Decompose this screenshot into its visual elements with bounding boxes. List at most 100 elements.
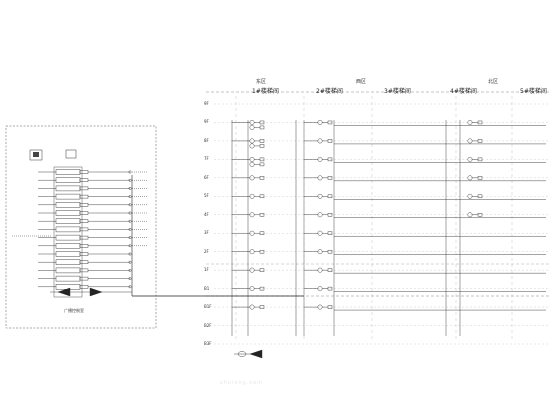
- column-title-4: 4#楼梯间: [450, 88, 477, 95]
- speaker-box-icon: [477, 213, 483, 217]
- speaker-box-icon: [327, 194, 333, 199]
- floor-label: 6F: [204, 174, 209, 180]
- column-zone-1: 东区: [256, 79, 267, 85]
- speaker-box-icon: [259, 213, 265, 217]
- speaker-box-icon: [327, 231, 333, 235]
- ceiling-speaker-icon: [467, 120, 473, 125]
- speaker-box-icon: [259, 231, 265, 235]
- control-room-frame: [5, 125, 157, 329]
- rack-terminal: [79, 211, 89, 215]
- feeder-node: [128, 277, 132, 281]
- floor-label: 8F: [204, 137, 209, 143]
- column-title-1: 1#楼梯间: [252, 88, 279, 95]
- speaker-box-icon: [259, 125, 265, 130]
- rack-terminal: [79, 219, 89, 223]
- speaker-box-icon: [259, 139, 265, 143]
- speaker-box-icon: [259, 176, 265, 180]
- monitor-icon: [29, 149, 43, 161]
- rack-terminal: [79, 235, 89, 240]
- floor-label: 9F: [204, 119, 209, 125]
- feeder-node: [128, 236, 132, 240]
- rack-module: [55, 210, 81, 216]
- feeder-node: [128, 260, 132, 264]
- floor-label: 4F: [204, 211, 209, 217]
- ceiling-speaker-icon: [249, 143, 255, 149]
- ceiling-speaker-icon: [467, 212, 473, 218]
- speaker-box-icon: [477, 157, 483, 162]
- rack-module: [55, 275, 81, 282]
- rack-module: [55, 259, 81, 265]
- rack-terminal: [79, 178, 89, 182]
- rack-module: [55, 202, 81, 208]
- speaker-box-icon: [327, 286, 333, 291]
- ceiling-speaker-icon: [467, 193, 473, 199]
- rack-terminal: [79, 227, 89, 232]
- amplifier-symbol: [237, 351, 247, 357]
- speaker-box-icon: [259, 268, 265, 272]
- feeder-node: [128, 219, 132, 223]
- floor-label: B1: [204, 285, 210, 291]
- rack-terminal: [79, 186, 89, 191]
- rack-module: [55, 251, 81, 257]
- rack-terminal: [79, 285, 89, 289]
- ceiling-speaker-icon: [467, 175, 473, 181]
- column-zone-4: 北区: [488, 79, 499, 85]
- speaker-box-icon: [327, 305, 333, 309]
- feeder-node: [128, 178, 132, 182]
- rack-module: [55, 234, 81, 241]
- speaker-box-icon: [259, 286, 265, 291]
- column-title-3: 3#楼梯间: [384, 88, 411, 95]
- floor-label: B2F: [204, 322, 212, 328]
- watermark: zhulong.com: [220, 380, 264, 386]
- rack-module: [55, 267, 81, 274]
- feeder-node: [128, 186, 132, 190]
- column-zone-3: 西区: [356, 79, 367, 85]
- speaker-box-icon: [477, 139, 483, 143]
- speaker-box-icon: [259, 194, 265, 199]
- rack-module: [55, 169, 81, 175]
- rack-terminal: [79, 276, 89, 281]
- floor-label: B1F: [204, 304, 212, 310]
- speaker-box-icon: [327, 213, 333, 217]
- feeder-node: [128, 227, 132, 231]
- rack-module: [55, 193, 81, 200]
- floor-label: 1F: [204, 267, 209, 273]
- feeder-node: [128, 244, 132, 248]
- rack-module: [55, 218, 81, 224]
- control-room-label: 广播控制室: [64, 308, 84, 313]
- rack-terminal: [79, 244, 89, 248]
- ceiling-speaker-icon: [467, 156, 473, 162]
- feeder-node: [128, 195, 132, 199]
- floor-label: 2F: [204, 248, 209, 254]
- monitor-screen: [33, 152, 39, 157]
- speaker-box-icon: [259, 162, 265, 167]
- rack-terminal: [79, 194, 89, 199]
- feeder-node: [128, 203, 132, 207]
- floor-label: 9F: [204, 101, 209, 106]
- speaker-box-icon: [477, 194, 483, 199]
- speaker-box-icon: [327, 157, 333, 162]
- speaker-box-icon: [327, 268, 333, 272]
- rack-terminal: [79, 260, 89, 264]
- rack-module: [55, 177, 81, 183]
- feeder-node: [128, 170, 132, 174]
- rack-module: [55, 226, 81, 233]
- feeder-node: [128, 211, 132, 215]
- ceiling-speaker-icon: [249, 125, 255, 130]
- speaker-box-icon: [259, 120, 265, 125]
- feeder-node: [128, 268, 132, 272]
- speaker-box-icon: [259, 305, 265, 309]
- rack-terminal: [79, 203, 89, 207]
- speaker-box-icon: [327, 176, 333, 180]
- column-title-2: 2#楼梯间: [316, 88, 343, 95]
- rack-terminal: [79, 252, 89, 256]
- floor-label: 7F: [204, 156, 209, 162]
- floor-label: 5F: [204, 193, 209, 199]
- feeder-node: [128, 252, 132, 256]
- speaker-box-icon: [327, 249, 333, 254]
- column-title-5: 5#楼梯间: [520, 88, 547, 95]
- floor-label: B3F: [204, 341, 212, 346]
- ceiling-speaker-icon: [467, 138, 473, 144]
- rack-terminal: [79, 268, 89, 273]
- speaker-box-icon: [327, 120, 333, 125]
